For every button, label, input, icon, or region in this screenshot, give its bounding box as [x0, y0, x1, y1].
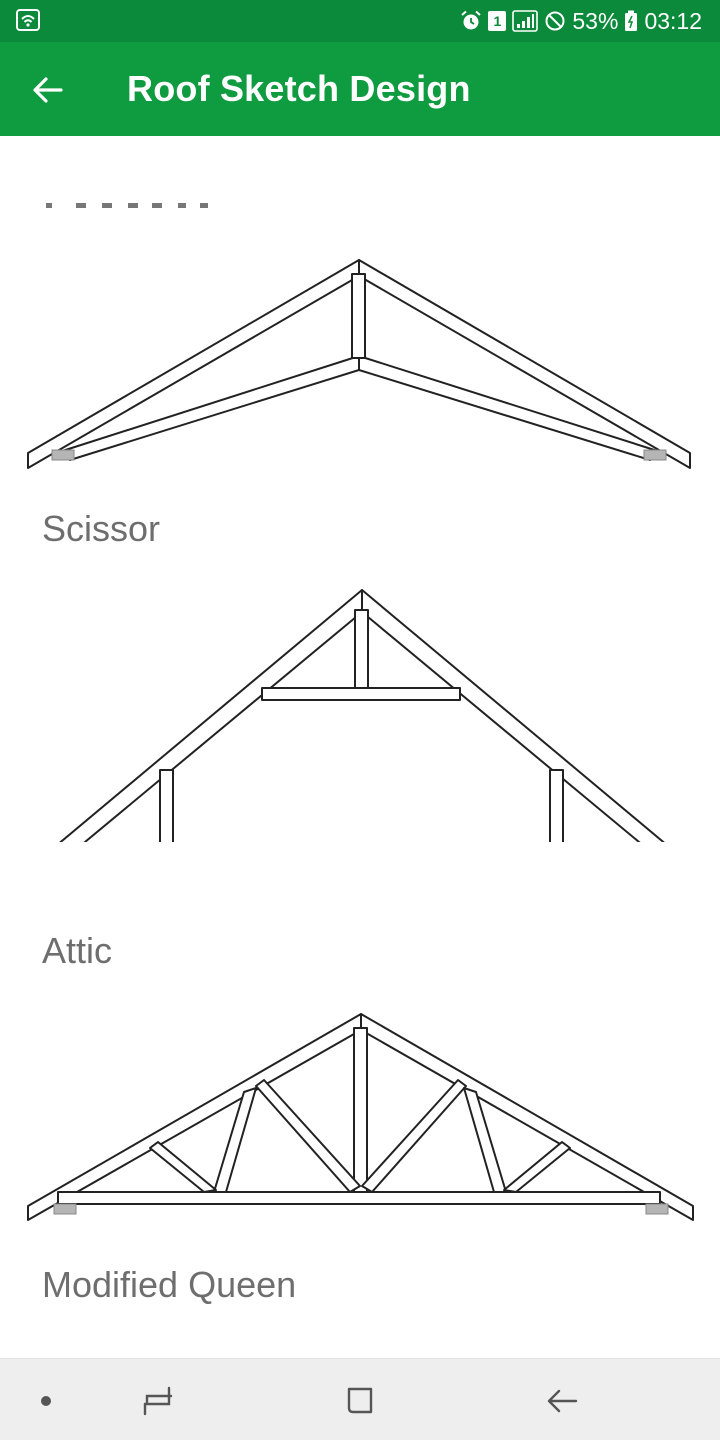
home-button[interactable]	[336, 1377, 384, 1425]
sim-icon: 1	[488, 11, 507, 31]
battery-icon	[624, 10, 638, 32]
dot-icon	[39, 1394, 53, 1408]
design-label-scissor: Scissor	[42, 508, 161, 549]
recent-apps-button[interactable]	[134, 1377, 182, 1425]
system-back-button[interactable]	[538, 1377, 586, 1425]
design-label-modified-queen: Modified Queen	[42, 1264, 297, 1305]
design-item-scissor[interactable]	[0, 248, 720, 488]
attic-truss-frame	[0, 582, 720, 887]
bearing-pad	[53, 1203, 77, 1215]
wifi-icon	[16, 9, 40, 31]
home-icon	[344, 1385, 376, 1417]
attic-truss-members	[0, 582, 720, 887]
modified-queen-truss-sketch	[27, 1013, 694, 1221]
system-nav-bar	[0, 1358, 720, 1440]
design-label-attic: Attic	[42, 930, 113, 971]
arrow-back-icon	[32, 76, 64, 104]
alarm-icon	[460, 10, 482, 32]
bearing-pad	[51, 449, 75, 461]
partial-label-fragment	[40, 202, 230, 214]
design-item-modified-queen[interactable]	[0, 1008, 720, 1228]
status-bar: 1 53% 03:12	[0, 0, 720, 42]
nav-dot-button[interactable]	[22, 1377, 70, 1425]
page-title: Roof Sketch Design	[127, 68, 471, 109]
bearing-pad	[643, 449, 667, 461]
clock: 03:12	[644, 7, 702, 34]
back-button[interactable]	[22, 64, 74, 116]
back-icon	[545, 1386, 579, 1416]
design-list[interactable]: Scissor	[0, 136, 720, 1358]
signal-icon	[512, 10, 539, 32]
app-bar: Roof Sketch Design	[0, 42, 720, 136]
battery-percent: 53%	[572, 7, 619, 34]
bearing-pad	[645, 1203, 669, 1215]
scissor-truss-sketch	[27, 259, 691, 469]
do-not-disturb-icon	[544, 10, 566, 32]
recent-apps-icon	[141, 1384, 175, 1418]
